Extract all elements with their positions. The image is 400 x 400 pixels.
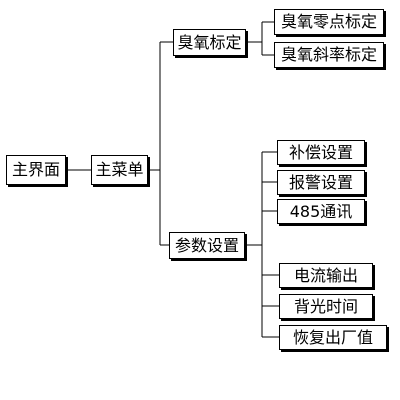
node-alarm-settings: 报警设置 xyxy=(277,170,365,195)
node-compensation-settings: 补偿设置 xyxy=(277,140,365,165)
node-factory-reset: 恢复出厂值 xyxy=(279,325,387,350)
node-ozone-zero-calibration: 臭氧零点标定 xyxy=(274,9,384,35)
node-current-output: 电流输出 xyxy=(279,263,373,288)
node-main-menu: 主菜单 xyxy=(91,155,148,185)
node-parameter-settings: 参数设置 xyxy=(169,232,245,259)
node-ozone-slope-calibration: 臭氧斜率标定 xyxy=(274,42,384,68)
node-485-communication: 485通讯 xyxy=(277,199,365,224)
node-backlight-time: 背光时间 xyxy=(279,294,373,319)
node-main-interface: 主界面 xyxy=(6,155,66,185)
node-ozone-calibration: 臭氧标定 xyxy=(173,29,246,56)
